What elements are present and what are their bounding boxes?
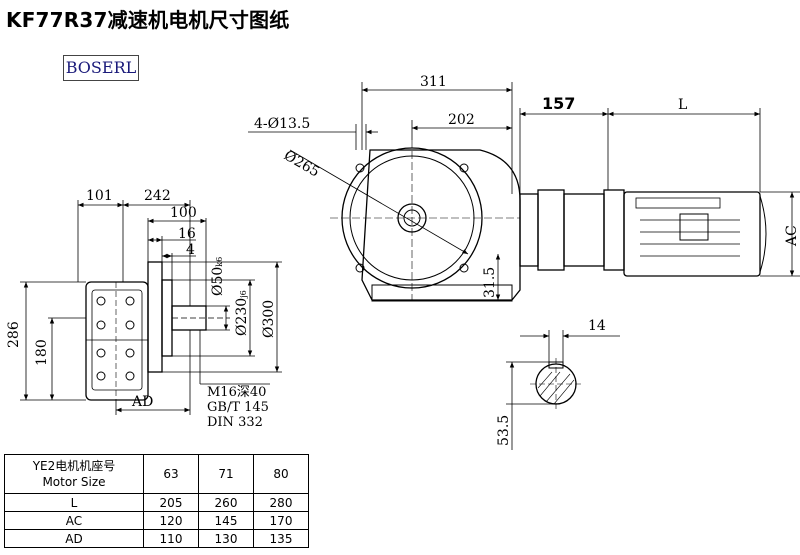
dim-242: 242 bbox=[144, 188, 171, 204]
side-view-dimensions bbox=[20, 200, 282, 415]
motor-size-table: YE2电机机座号 Motor Size 63 71 80 L 205 260 2… bbox=[4, 454, 309, 548]
dim-180: 180 bbox=[34, 339, 50, 366]
note-standard-gb: GB/T 145 bbox=[207, 400, 269, 415]
dim-14: 14 bbox=[588, 318, 606, 334]
table-header-label: YE2电机机座号 Motor Size bbox=[4, 454, 144, 494]
table-row-label: L bbox=[4, 493, 144, 512]
dim-diameter-50: Ø50k6 bbox=[210, 257, 226, 296]
dim-311: 311 bbox=[420, 74, 447, 90]
table-cell: 145 bbox=[198, 511, 254, 530]
section-hatch bbox=[537, 371, 575, 405]
table-cell: 260 bbox=[198, 493, 254, 512]
table-cell: 135 bbox=[253, 529, 309, 548]
table-header-row: YE2电机机座号 Motor Size 63 71 80 bbox=[4, 454, 309, 494]
header-label-cn: YE2电机机座号 bbox=[32, 459, 116, 473]
table-header-size: 71 bbox=[198, 454, 254, 494]
table-cell: 280 bbox=[253, 493, 309, 512]
table-row-label: AC bbox=[4, 511, 144, 530]
page-title: KF77R37减速机电机尺寸图纸 bbox=[6, 8, 290, 32]
dim-AC: AC bbox=[784, 225, 800, 247]
dim-diameter-300: Ø300 bbox=[261, 300, 277, 338]
dim-L: L bbox=[678, 97, 687, 113]
dim-diameter-265: Ø265 bbox=[281, 148, 322, 181]
table-header-size: 63 bbox=[143, 454, 199, 494]
bolt-pattern bbox=[96, 296, 135, 381]
side-view bbox=[85, 261, 230, 401]
dim-286: 286 bbox=[6, 321, 22, 348]
table-row: AD 110 130 135 bbox=[4, 529, 309, 548]
note-standard-din: DIN 332 bbox=[207, 415, 263, 430]
table-row-label: AD bbox=[4, 529, 144, 548]
table-row: L 205 260 280 bbox=[4, 493, 309, 512]
table-cell: 120 bbox=[143, 511, 199, 530]
table-cell: 170 bbox=[253, 511, 309, 530]
front-view-dimensions bbox=[248, 82, 800, 300]
note-thread: M16深40 bbox=[207, 385, 266, 400]
dim-202: 202 bbox=[448, 112, 475, 128]
dim-31-5: 31.5 bbox=[482, 267, 498, 298]
dim-16: 16 bbox=[178, 226, 196, 242]
dim-bolt-holes: 4-Ø13.5 bbox=[254, 116, 310, 132]
dim-AD: AD bbox=[131, 394, 153, 410]
dim-157: 157 bbox=[542, 94, 575, 113]
shaft-section-dimensions bbox=[506, 330, 620, 450]
table-header-size: 80 bbox=[253, 454, 309, 494]
table-cell: 205 bbox=[143, 493, 199, 512]
table-cell: 110 bbox=[143, 529, 199, 548]
front-view bbox=[330, 140, 767, 302]
shaft-section bbox=[530, 358, 582, 410]
table-row: AC 120 145 170 bbox=[4, 511, 309, 530]
dim-diameter-230: Ø230j6 bbox=[234, 290, 250, 336]
dim-4: 4 bbox=[186, 242, 195, 258]
brand-logo-box: BOSERL bbox=[63, 55, 139, 81]
table-cell: 130 bbox=[198, 529, 254, 548]
header-label-en: Motor Size bbox=[42, 475, 106, 489]
dim-53-5: 53.5 bbox=[496, 415, 512, 446]
dim-100: 100 bbox=[170, 205, 197, 221]
motor-fins bbox=[640, 219, 740, 257]
dim-101: 101 bbox=[86, 188, 113, 204]
